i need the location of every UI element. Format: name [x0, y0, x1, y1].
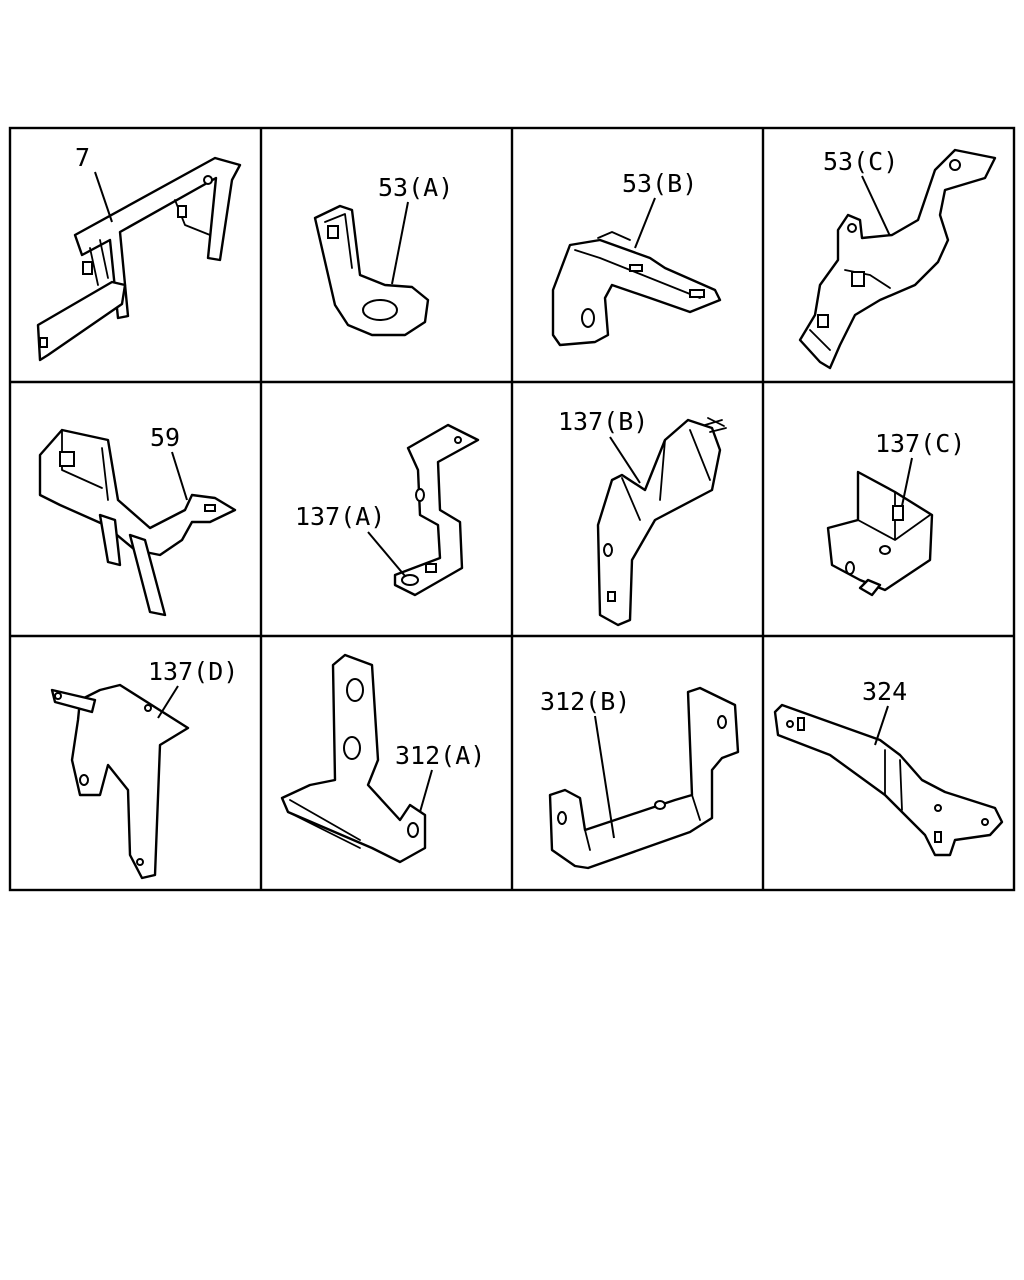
part-137c-cell: 137(C) [826, 429, 965, 597]
part-137c-drawing [826, 470, 934, 597]
part-324-cell: 324 [773, 677, 1004, 857]
part-label-312b: 312(B) [540, 687, 630, 716]
part-137b-drawing [596, 417, 727, 627]
part-label-137b: 137(B) [558, 407, 648, 436]
leader-line-137b [609, 436, 641, 484]
part-7-cell: 7 [36, 143, 242, 362]
leader-line-324 [874, 705, 889, 746]
part-label-324: 324 [862, 677, 907, 706]
part-312a-drawing [280, 653, 427, 864]
parts-grid [8, 126, 1016, 892]
part-137d-cell: 137(D) [50, 657, 238, 880]
part-53c-cell: 53(C) [798, 147, 997, 370]
part-53c-drawing [798, 148, 997, 370]
leader-line-53a [391, 201, 409, 285]
part-label-53a: 53(A) [378, 173, 453, 202]
part-312b-drawing [548, 686, 740, 870]
leader-line-53b [634, 197, 656, 249]
leader-line-137a [367, 531, 406, 577]
leader-line-312b [594, 715, 615, 839]
part-label-137c: 137(C) [875, 429, 965, 458]
leader-line-7 [94, 171, 113, 223]
leader-line-137c [901, 457, 913, 507]
leader-line-59 [171, 451, 188, 501]
part-137a-drawing [393, 423, 480, 597]
part-312a-cell: 312(A) [280, 653, 485, 864]
part-7-drawing [36, 156, 242, 362]
part-312b-cell: 312(B) [540, 686, 740, 870]
part-59-drawing [38, 428, 237, 617]
part-324-drawing [773, 703, 1004, 857]
part-label-53c: 53(C) [823, 147, 898, 176]
leader-line-312a [419, 769, 433, 813]
part-137a-cell: 137(A) [295, 423, 480, 597]
part-label-312a: 312(A) [395, 741, 485, 770]
part-53a-cell: 53(A) [313, 173, 453, 337]
part-137d-drawing [50, 683, 190, 880]
part-label-59: 59 [150, 423, 180, 452]
part-53b-drawing [551, 231, 722, 347]
part-59-cell: 59 [38, 423, 237, 617]
leader-line-137d [157, 685, 179, 719]
part-53b-cell: 53(B) [551, 169, 722, 347]
part-137b-cell: 137(B) [558, 407, 727, 627]
leader-line-53c [861, 175, 891, 237]
part-label-7: 7 [75, 143, 90, 172]
part-label-137a: 137(A) [295, 502, 385, 531]
part-label-137d: 137(D) [148, 657, 238, 686]
part-53a-drawing [313, 204, 430, 337]
part-label-53b: 53(B) [622, 169, 697, 198]
